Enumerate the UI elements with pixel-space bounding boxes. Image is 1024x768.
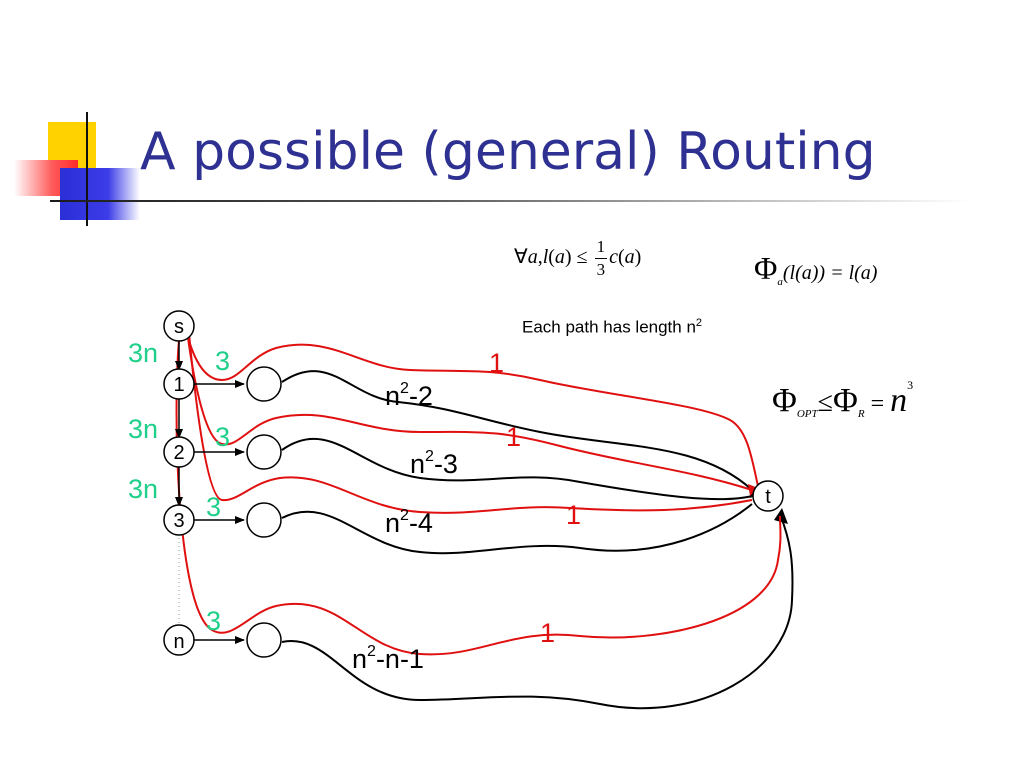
node-mid-2 (246, 434, 282, 470)
svg-text:1: 1 (173, 374, 184, 396)
cost-label-3-n: 3 (206, 606, 221, 636)
path-length-1: n2-2 (385, 380, 433, 411)
node-mid-1 (246, 366, 282, 402)
node-1: 1 (163, 368, 195, 400)
node-mid-3 (246, 502, 282, 538)
svg-text:n: n (173, 631, 184, 653)
red-cost-3: 1 (566, 500, 581, 530)
svg-text:2: 2 (173, 442, 184, 464)
red-cost-n: 1 (540, 618, 555, 648)
black-path-3 (281, 503, 753, 555)
cost-label-3-3: 3 (206, 492, 221, 522)
red-cost-2: 1 (506, 422, 521, 452)
node-2: 2 (163, 436, 195, 468)
node-t: t (752, 480, 784, 512)
cost-label-3n-3: 3n (128, 474, 158, 504)
path-length-3: n2-4 (385, 507, 433, 538)
node-s: s (163, 310, 195, 342)
deco-blue-square (60, 168, 140, 220)
red-path-3 (187, 321, 753, 514)
node-n: n (163, 624, 195, 656)
cost-label-3-1: 3 (215, 346, 230, 376)
formula-opt-bound: ΦOPT≤ΦR = n3 (772, 378, 914, 420)
svg-text:t: t (765, 486, 771, 508)
node-mid-n (246, 622, 282, 658)
path-length-n: n2-n-1 (352, 643, 424, 674)
formula-potential: Φa(l(a)) = l(a) (754, 250, 878, 288)
cost-label-3-2: 3 (215, 422, 230, 452)
cost-label-3n-1: 3n (128, 338, 158, 368)
red-path-2 (185, 321, 753, 491)
page-title: A possible (general) Routing (140, 122, 876, 182)
cost-label-3n-2: 3n (128, 414, 158, 444)
title-divider (50, 200, 970, 202)
path-length-2: n2-3 (410, 448, 458, 479)
black-path-1 (281, 370, 753, 491)
svg-text:s: s (174, 316, 184, 338)
red-path-n (175, 329, 782, 656)
svg-text:3: 3 (173, 510, 184, 532)
black-path-n (281, 513, 794, 710)
black-path-2 (281, 437, 753, 501)
deco-vertical-line (86, 112, 88, 226)
red-path-1 (183, 321, 759, 487)
node-3: 3 (163, 504, 195, 536)
red-cost-1: 1 (489, 348, 504, 378)
path-length-note: Each path has length n2 (522, 317, 703, 337)
